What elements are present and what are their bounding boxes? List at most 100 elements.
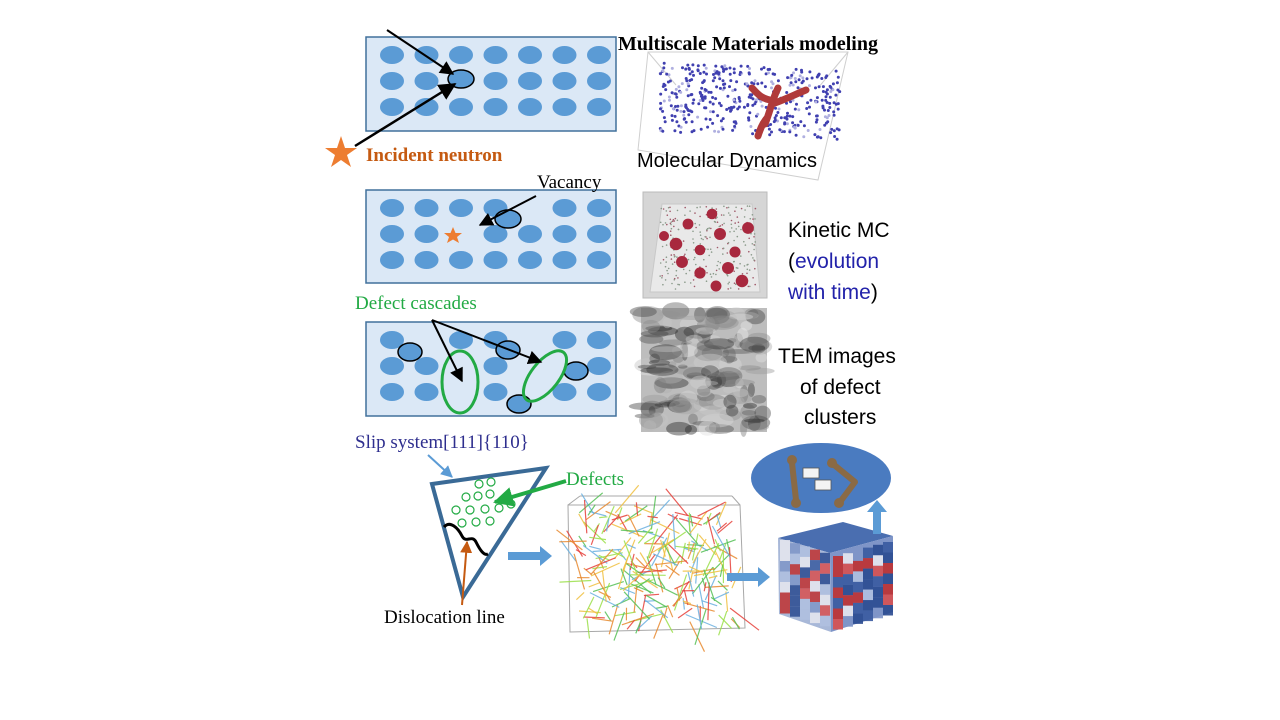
md-atom-dot [704,66,708,70]
lattice-atom [518,72,542,90]
tem-texture-blob [737,327,749,343]
tem-texture-blob [723,394,737,409]
dislocation-segment [623,591,651,620]
kmc-cluster [729,246,741,258]
tem-texture-blob [710,352,727,362]
slip-plane-triangle [429,465,551,602]
tem-texture-blob [674,366,709,376]
dislocation-segment [559,579,592,583]
kmc-point [670,221,673,223]
kmc-point [709,248,712,250]
md-atom-dot [674,92,677,96]
md-atom-dot [734,121,738,125]
md-atom-dot [790,73,794,77]
cube-grain [883,542,893,553]
kmc-point [706,227,709,230]
tem-texture-blob [669,398,702,415]
dislocation-segment [660,539,666,557]
dislocation-segment [696,604,703,630]
kmc-point [703,258,705,261]
cube-grain [810,612,820,624]
dislocation-segment [598,554,610,561]
tem-texture-blob [632,306,664,324]
dislocation-line-label: Dislocation line [384,607,505,628]
kmc-point [712,272,715,275]
dislocation-segment [626,543,636,549]
md-atom-dot [718,77,722,81]
tem-texture-blob [712,317,732,325]
md-atom-dot [798,74,802,78]
cube-grain [873,586,883,598]
kmc-point [754,207,757,210]
md-atom-dot [684,77,688,80]
kmc-cluster [669,237,683,251]
cube-grain [863,568,873,580]
kmc-point [709,236,711,239]
kmc-point [693,258,695,261]
dislocation-segment [582,596,595,619]
dislocation-segment [626,619,636,630]
md-atom-dot [712,73,715,76]
dislocation-segment [687,571,695,597]
md-atom-dot [832,113,836,117]
md-atom-dot [805,77,809,81]
md-atom-dot [770,86,773,90]
cube-grain [800,609,810,620]
md-atom-dot [681,66,684,70]
md-atom-dot [793,77,797,80]
md-atom-dot [791,83,795,87]
tem-texture-blob [722,346,736,364]
kmc-point [685,272,687,275]
kmc-point [734,283,737,286]
kmc-point [706,229,708,231]
kmc-point [719,261,722,264]
lattice-atom [449,98,473,116]
md-atom-dot [820,98,824,102]
tem-texture-blob [709,371,727,389]
md-atom-dot [686,94,690,98]
kmc-cluster [710,280,722,292]
md-atom-dot [670,66,674,70]
dislocation-segment [575,591,585,601]
tem-texture-blob [738,365,761,371]
tem-texture-blob [676,315,710,320]
tem-texture-blob [694,306,706,323]
dislocation-segment [635,557,646,568]
tem-texture-blob [684,424,698,435]
kmc-point [699,243,702,245]
kmc-point [676,256,678,258]
tem-texture-blob [658,311,680,317]
lattice-atom [552,225,577,243]
cube-grain [853,550,863,561]
md-atom-dot [834,102,838,106]
md-atom-dot [829,131,833,135]
cube-grain [780,582,790,593]
dislocation-segment [651,538,675,554]
defect-loop [465,505,475,515]
tem-texture-blob [697,329,711,344]
page-title: Multiscale Materials modeling [618,33,878,55]
tem-texture-blob [640,400,664,418]
md-atom-dot [824,90,828,94]
tem-texture-blob [659,383,673,394]
kmc-point [707,248,709,251]
cube-grain [833,598,843,609]
dislocation-segment [667,543,689,565]
tem-texture-blob [726,391,753,404]
tem-texture-blob [696,340,714,352]
kmc-point [675,269,678,272]
dislocation-segment [714,550,728,575]
tem-texture-blob [744,418,765,423]
cube-grain [800,556,810,568]
md-atom-dot [739,64,743,68]
md-atom-dot [785,122,789,126]
md-atom-dot [776,111,780,114]
md-atom-dot [687,66,691,70]
kmc-point [716,221,719,223]
kmc-point [684,206,686,209]
md-atom-dot [820,77,824,80]
md-atom-dot [818,128,822,131]
md-atom-dot [749,125,753,128]
vacancy-atom [494,209,522,229]
kmc-point [718,225,721,228]
